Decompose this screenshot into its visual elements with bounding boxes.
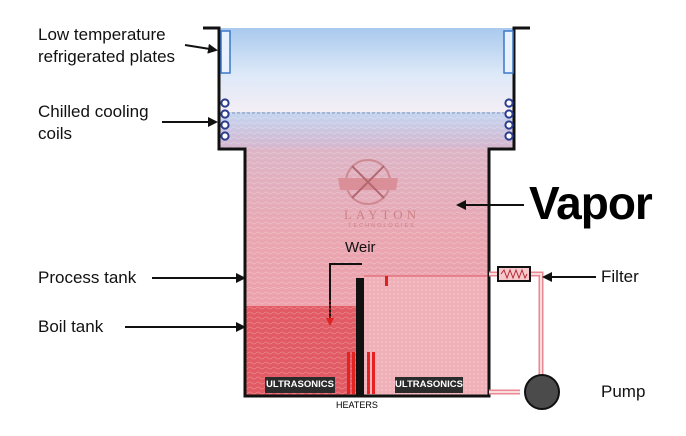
layton-logo: LAYTON TECHNOLOGIES [330, 207, 434, 229]
layton-logo-emblem [338, 159, 398, 205]
ultrasonics-right-badge: ULTRASONICS [395, 377, 463, 393]
heater-left-a [347, 352, 350, 394]
cold-zone [219, 28, 515, 112]
logo-name: LAYTON [343, 207, 420, 222]
label-weir: Weir [345, 239, 376, 256]
label-vapor: Vapor [529, 177, 653, 229]
heater-right-b [372, 352, 375, 394]
cooling-coils-left [220, 98, 230, 141]
pump [524, 374, 560, 410]
chamber-outline [203, 26, 530, 398]
label-process-tank: Process tank [38, 268, 137, 287]
filter-zigzag [500, 268, 528, 280]
refrigerated-plate-left [220, 30, 231, 74]
refrigerated-plate-right [503, 30, 514, 74]
return-pipe-inner [489, 273, 542, 393]
logo-tagline: TECHNOLOGIES [348, 223, 416, 229]
label-chilled-coils: Chilled cooling coils [38, 102, 149, 143]
cooling-coils-right [504, 98, 514, 141]
label-heaters: HEATERS [336, 400, 378, 410]
process-tank-texture [364, 276, 488, 395]
ultrasonics-left-badge: ULTRASONICS [265, 377, 335, 393]
label-low-temp-plates: Low temperature refrigerated plates [38, 25, 176, 66]
heater-left-b [352, 352, 355, 394]
label-filter: Filter [601, 267, 639, 286]
label-boil-tank: Boil tank [38, 317, 104, 336]
heater-right-a [367, 352, 370, 394]
label-pump: Pump [601, 382, 646, 401]
arrow-low-temp [184, 43, 218, 54]
return-pipe [489, 271, 544, 395]
weir-divider [356, 278, 364, 396]
vapor-texture [219, 112, 515, 148]
weir-lip [385, 276, 388, 286]
